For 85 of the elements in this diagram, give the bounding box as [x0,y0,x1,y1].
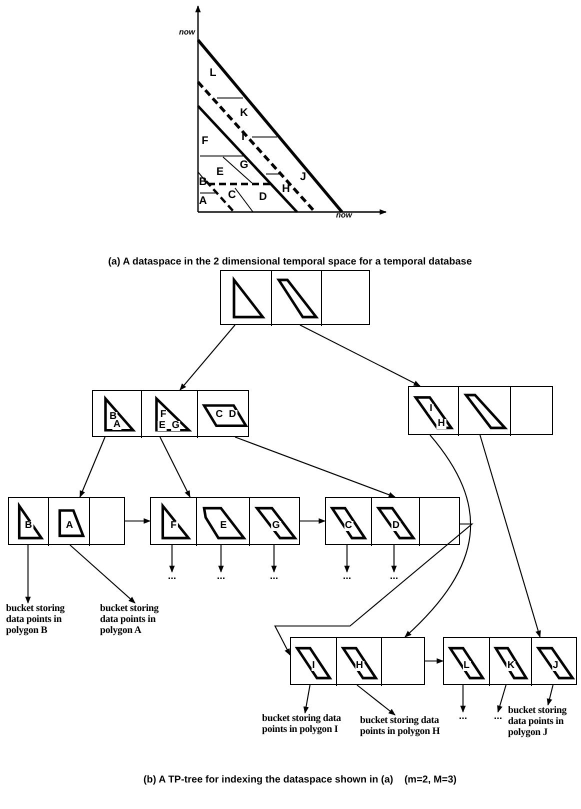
bucket-note: bucket storing data points in polygon B [6,603,84,643]
polygon-letter: H [354,660,364,671]
polygon-letter: I [311,660,316,671]
polygon-letter: C [344,520,354,531]
region-letter: A [199,195,207,207]
tree-node-box [290,637,425,685]
arrow [274,523,474,656]
polygon-letter: A [112,420,122,430]
region-letter: J [300,171,306,183]
region-letter: D [259,191,267,203]
polygon-letter: G [170,421,180,432]
polygon-letter: H [436,418,446,429]
index-entry-cell [336,638,381,686]
index-entry-cell [531,638,578,686]
arrow [169,545,175,573]
bucket-note: bucket storing data points in polygon I [262,713,344,753]
arrow [497,684,507,713]
polygon-letter: F [169,520,178,531]
tree-node-box [325,497,460,545]
arrow [125,518,151,524]
index-entry-cell [458,387,510,436]
polygon-letter: I [428,404,434,414]
tree-node-box [220,270,370,325]
arrow [546,684,554,706]
arrow [303,684,311,714]
arrow [460,685,466,713]
region-letter: F [202,135,208,147]
arrow [25,545,31,604]
polygon-letter: D [391,520,401,531]
polygon-letter: G [271,520,281,531]
ellipsis-text: ... [384,572,404,584]
figure-caption: (b) A TP-tree for indexing the dataspace shown in (a) (m=2, M=3) [143,774,457,786]
region-letter: C [228,189,236,201]
bucket-note: bucket storing data points in polygon A [100,603,178,643]
polygon-letter: E [219,520,228,531]
arrow [300,518,326,524]
arrow [356,684,396,716]
arrow [234,436,396,498]
axis-label: now [336,210,352,220]
ellipsis-text: ... [162,572,182,584]
index-entry-cell [489,638,531,686]
polygon-letter: B [24,520,34,531]
figure-caption: (a) A dataspace in the 2 dimensional temporal space for a temporal database [108,256,472,268]
region-letter: K [240,107,248,119]
tree-node-box [443,637,577,685]
region-letter: B [199,176,207,188]
index-entry-cell [197,391,250,438]
arrow [404,434,471,638]
tree-node-box [150,497,300,545]
ellipsis-text: ... [453,712,473,724]
polygon-letter: E [158,421,166,432]
arrow [344,545,350,573]
arrow [425,658,444,664]
axis-label: now [179,28,195,36]
ellipsis-text: ... [488,712,508,724]
arrow [180,324,236,391]
polygon-letter: K [506,660,516,671]
tree-node-box [92,390,249,437]
arrow [80,436,106,498]
region-letter: E [216,166,224,178]
arrow [218,545,224,573]
tree-node-box [8,497,125,545]
polygon-letter: C [214,410,224,420]
index-entry-cell [271,271,321,326]
ellipsis-text: ... [264,572,284,584]
arrow [70,544,136,604]
arrow [271,545,277,573]
ellipsis-text: ... [337,572,357,584]
tree-node-box [408,386,553,435]
polygon-letter: A [64,520,74,531]
arrow [479,434,541,638]
polygon-letter: L [462,660,471,671]
index-entry-cell [196,498,249,546]
polygon-letter: J [552,660,560,671]
index-entry-cell [371,498,419,546]
arrow [391,545,397,573]
region-letter: H [282,183,290,195]
arrow [300,324,421,386]
region-letter: L [210,67,216,79]
ellipsis-text: ... [211,572,231,584]
bucket-note: bucket storing data points in polygon H [360,715,442,755]
region-letter: G [240,159,248,171]
polygon-letter: F [159,410,168,420]
arrow [160,436,190,498]
bucket-note: bucket storing data points in polygon J [508,705,580,745]
